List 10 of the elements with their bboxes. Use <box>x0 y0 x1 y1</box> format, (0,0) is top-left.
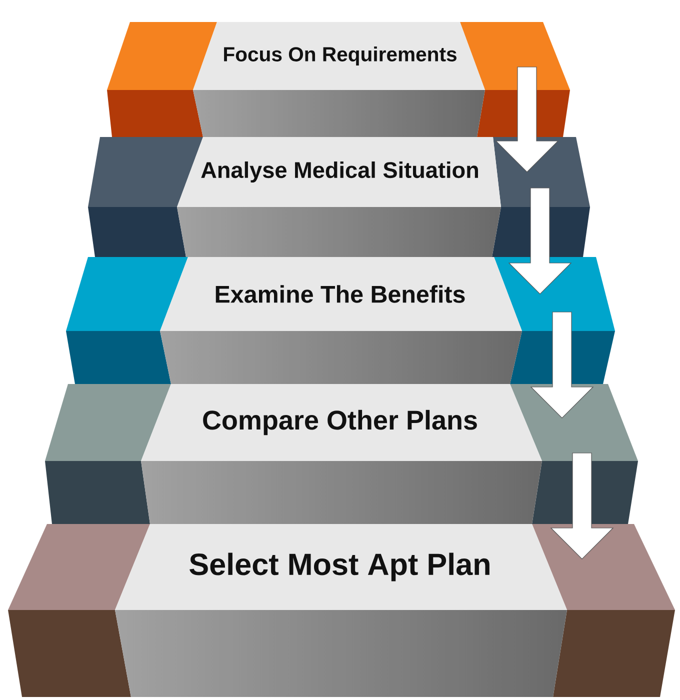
stair-step: Compare Other Plans <box>45 384 638 524</box>
stair-step: Focus On Requirements <box>107 22 570 137</box>
stair-step: Examine The Benefits <box>66 257 615 384</box>
block-arrow <box>508 188 572 294</box>
node-label: Select Most Apt Plan <box>190 552 490 582</box>
stair-step: Analyse Medical Situation <box>88 137 590 257</box>
block-arrow <box>495 66 559 172</box>
block-arrow <box>550 452 614 560</box>
stair-step: Select Most Apt Plan <box>8 524 675 697</box>
block-arrow <box>530 312 594 418</box>
